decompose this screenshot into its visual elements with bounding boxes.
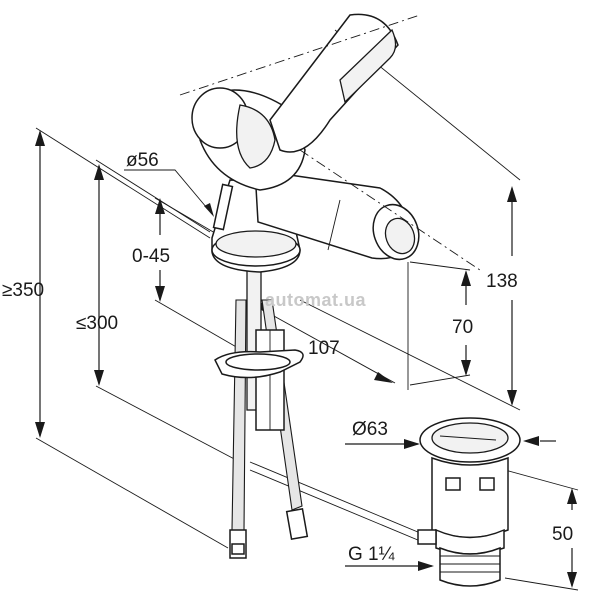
- dim-50-line: [567, 488, 577, 588]
- dim-63-arrows: [345, 436, 556, 449]
- dim-300-line: [94, 164, 104, 386]
- dim-70-line: [461, 270, 471, 376]
- label-spout-height: 70: [452, 317, 473, 338]
- label-height-min-total: ≥350: [2, 280, 44, 301]
- label-total-height: 138: [486, 271, 518, 292]
- label-height-max-spout: ≤300: [76, 313, 118, 334]
- faucet-spout: [254, 169, 420, 261]
- label-deck-thickness: 0-45: [132, 246, 170, 267]
- faucet: [179, 13, 481, 559]
- mounting-shank: [246, 259, 285, 431]
- supply-hose-left: [229, 299, 247, 559]
- dim-138-line: [507, 186, 517, 406]
- dim-thread-leader: [345, 561, 434, 571]
- watermark: automat.ua: [265, 290, 367, 310]
- drain-assembly: [417, 417, 521, 587]
- label-drain-thread: G 1¼: [348, 544, 396, 565]
- mounting-clamp: [214, 349, 304, 379]
- faucet-lever: [269, 13, 399, 153]
- dim-045-line: [155, 198, 165, 302]
- label-spout-reach: 107: [308, 338, 340, 359]
- label-drain-diameter: Ø63: [352, 419, 388, 440]
- label-base-diameter: ø56: [126, 150, 159, 171]
- label-drain-height: 50: [552, 524, 573, 545]
- dim-56-leader: [124, 169, 214, 217]
- dim-350-line: [35, 130, 45, 438]
